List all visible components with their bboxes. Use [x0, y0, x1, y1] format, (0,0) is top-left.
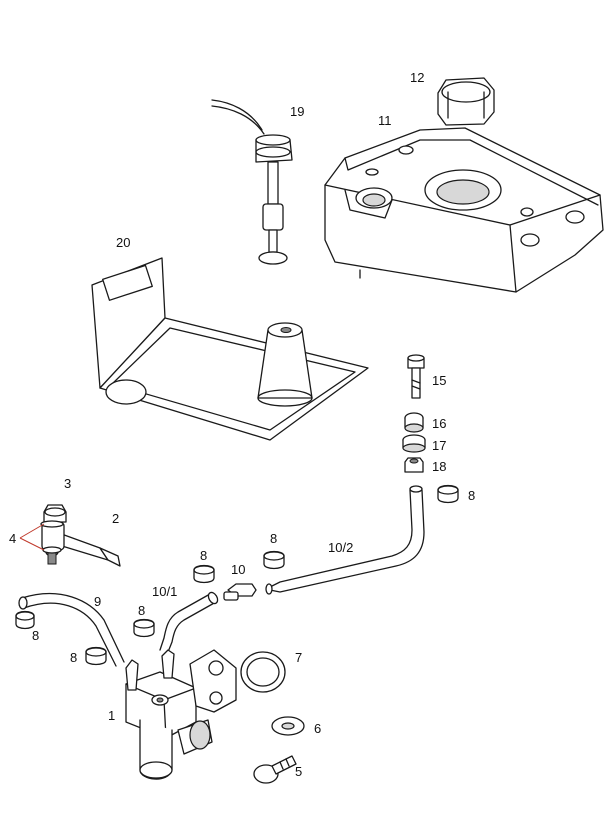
label-20: 20: [116, 235, 130, 250]
fuel-fitting-part-2: [41, 521, 121, 567]
label-8-left-mid: 8: [200, 548, 207, 563]
label-2: 2: [112, 511, 119, 526]
label-8-upper-right: 8: [468, 488, 475, 503]
fuel-tank-part-11: [324, 127, 604, 293]
fuel-hose-part-10-1: [159, 591, 219, 653]
screw-part-5: [253, 755, 297, 784]
hose-clamp-part-8-lower-left: [85, 646, 107, 666]
hose-clamp-part-8-left-mid: [193, 564, 215, 584]
label-16: 16: [432, 416, 446, 431]
nut-part-18: [404, 457, 424, 473]
hose-clamp-part-8-left: [15, 610, 35, 630]
label-5: 5: [295, 764, 302, 779]
part-4-leader-lines: [19, 523, 45, 551]
label-8-mid: 8: [270, 531, 277, 546]
label-17: 17: [432, 438, 446, 453]
label-9: 9: [94, 594, 101, 609]
label-7: 7: [295, 650, 302, 665]
tank-bracket-part-20: [91, 257, 369, 441]
label-6: 6: [314, 721, 321, 736]
fuel-valve-part-1: [125, 649, 237, 780]
label-8-lower-left: 8: [70, 650, 77, 665]
label-1: 1: [108, 708, 115, 723]
hose-clamp-part-8-upper-right: [437, 484, 459, 504]
fuel-hose-part-10-2: [265, 485, 425, 595]
label-4: 4: [9, 531, 16, 546]
mount-bolt-part-15: [407, 354, 425, 399]
label-12: 12: [410, 70, 424, 85]
hose-connector-part-10: [223, 583, 257, 601]
part-labels: 1 2 3 4 5 6 7 8 8 8 8 8 8 9 10 10/1 10/2…: [9, 70, 475, 779]
label-3: 3: [64, 476, 71, 491]
label-10-1: 10/1: [152, 584, 177, 599]
tank-cap-part-12: [437, 77, 495, 126]
label-19: 19: [290, 104, 304, 119]
gasket-part-7: [240, 651, 286, 693]
label-18: 18: [432, 459, 446, 474]
fuel-sender-part-19: [211, 99, 293, 265]
label-11: 11: [378, 113, 392, 128]
rubber-bushing-part-16: [404, 412, 424, 433]
washer-part-6: [271, 716, 305, 736]
hose-clamp-part-8-mid: [263, 550, 285, 570]
label-8-center: 8: [138, 603, 145, 618]
label-10-2: 10/2: [328, 540, 353, 555]
washer-part-17: [402, 434, 426, 453]
label-10: 10: [231, 562, 245, 577]
label-8-left: 8: [32, 628, 39, 643]
banjo-bolt-part-3: [43, 504, 67, 523]
hose-clamp-part-8-center: [133, 618, 155, 638]
fuel-hose-part-9: [18, 593, 125, 667]
sealing-washers-part-4: [40, 520, 64, 554]
label-15: 15: [432, 373, 446, 388]
